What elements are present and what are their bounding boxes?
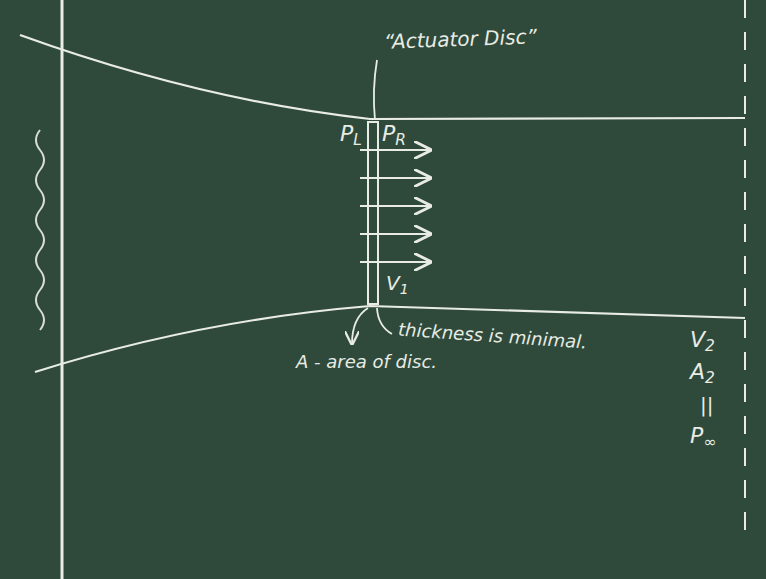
flow-arrows — [360, 150, 430, 262]
velocity-label: V1 — [386, 272, 409, 297]
pressure-label: PR — [382, 122, 406, 149]
leader-line — [377, 308, 392, 334]
disc-title: “Actuator Disc” — [384, 25, 538, 52]
squiggle-line — [36, 130, 44, 330]
equals-mark: || — [700, 394, 713, 416]
pressure-label: PL — [340, 122, 362, 149]
far-station-line — [744, 0, 746, 540]
leader-arrow — [352, 308, 368, 344]
board-line — [61, 0, 64, 579]
upper-streamline — [20, 35, 745, 119]
velocity-label: V2 — [690, 328, 715, 355]
note-text: A - area of disc. — [296, 352, 437, 372]
leader-line — [374, 60, 377, 120]
pressure-label: P∞ — [690, 424, 716, 451]
lower-streamline — [35, 306, 745, 372]
area-label: A2 — [690, 360, 715, 387]
